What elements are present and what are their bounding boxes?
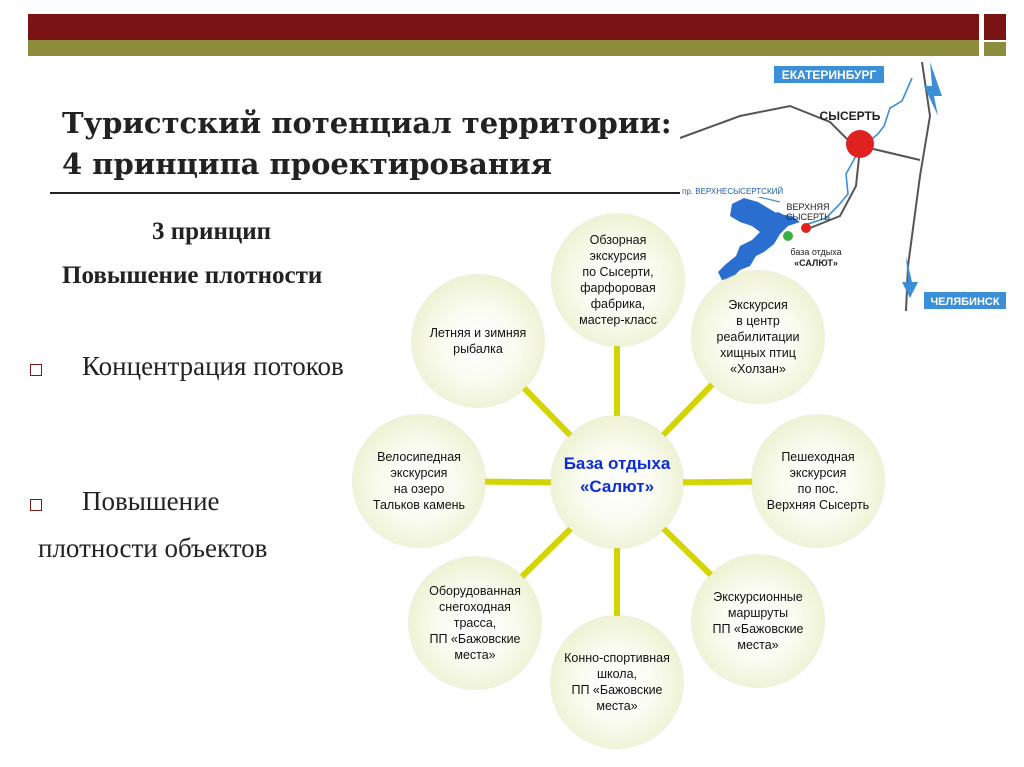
slide-title-line1: Туристский потенциал территории: [62, 106, 672, 140]
node-bike-tour: Велосипедная экскурсия на озеро Тальков … [353, 415, 485, 547]
chel-label-bg [924, 292, 1006, 309]
base-line2: «САЛЮТ» [794, 258, 838, 268]
chel-label: ЧЕЛЯБИНСК [930, 296, 999, 308]
upper-sysert-line1: ВЕРХНЯЯ [786, 202, 829, 212]
node-fishing-label: Летняя и зимняя рыбалка [429, 326, 527, 356]
node-snowmobile-track-label: Оборудованная снегоходная трасса, ПП «Ба… [429, 584, 521, 662]
road-line [809, 147, 861, 229]
lake-shape [766, 212, 790, 224]
node-snowmobile-track: Оборудованная снегоходная трасса, ПП «Ба… [409, 557, 541, 689]
principle-number: 3 принцип [152, 218, 272, 245]
bullet-density-line2: плотности объектов [38, 533, 268, 563]
slide-title-line2: 4 принципа проектирования [62, 147, 552, 181]
node-excursion-routes: Экскурсионные маршруты ПП «Бажовские мес… [692, 555, 824, 687]
arrow-icon [924, 62, 942, 116]
node-excursion-routes-label: Экскурсионные маршруты ПП «Бажовские мес… [712, 590, 804, 652]
header-band-olive [28, 40, 979, 56]
sysert-dot [846, 130, 874, 158]
river-label: пр. ВЕРХНЕСЫСЕРТСКИЙ [682, 187, 783, 196]
sysert-label: СЫСЕРТЬ [820, 109, 881, 123]
bullet-concentration: Концентрация потоков [82, 351, 344, 381]
principle-name: Повышение плотности [62, 262, 323, 289]
node-walking-tour-label: Пешеходная экскурсия по пос. Верхняя Сыс… [766, 450, 870, 512]
node-center-base: База отдыха «Салют» [551, 416, 683, 548]
node-overview-excursion: Обзорная экскурсия по Сысерти, фарфорова… [552, 214, 684, 346]
title-underline [50, 192, 730, 194]
road-line [905, 61, 932, 312]
header-band-dark [28, 14, 979, 40]
upper-sysert-line2: СЫСЕРТЬ [786, 212, 830, 222]
node-horse-school: Конно-спортивная школа, ПП «Бажовские ме… [551, 616, 683, 748]
river-line [801, 155, 857, 227]
bullet-square-icon [30, 499, 42, 511]
node-fishing: Летняя и зимняя рыбалка [412, 275, 544, 407]
node-horse-school-label: Конно-спортивная школа, ПП «Бажовские ме… [564, 651, 670, 713]
river-label-bg [680, 184, 792, 197]
base-dot [783, 231, 793, 241]
bullet-density-line1: Повышение [82, 486, 220, 516]
base-line1: база отдыха [790, 247, 841, 257]
bullet-square-icon [30, 364, 42, 376]
node-walking-tour: Пешеходная экскурсия по пос. Верхняя Сыс… [752, 415, 884, 547]
node-raptor-center: Экскурсия в центр реабилитации хищных пт… [692, 271, 824, 403]
header-square-bottom [984, 42, 1006, 56]
node-overview-excursion-label: Обзорная экскурсия по Сысерти, фарфорова… [579, 233, 657, 327]
route-map: ЕКАТЕРИНБУРГ СЫСЕРТЬ пр. ВЕРХНЕСЫСЕРТСКИ… [680, 61, 1006, 312]
arrow-icon [902, 256, 918, 298]
node-center-base-label: База отдыха «Салют» [563, 454, 671, 496]
header-square-top [984, 14, 1006, 40]
upper-sysert-dot [801, 223, 811, 233]
slide-title: Туристский потенциал территории: 4 принц… [62, 103, 672, 185]
node-bike-tour-label: Велосипедная экскурсия на озеро Тальков … [372, 450, 466, 512]
ekb-label: ЕКАТЕРИНБУРГ [782, 68, 877, 82]
ekb-label-bg [774, 66, 884, 83]
node-raptor-center-label: Экскурсия в центр реабилитации хищных пт… [716, 298, 800, 376]
river-line [867, 77, 913, 143]
